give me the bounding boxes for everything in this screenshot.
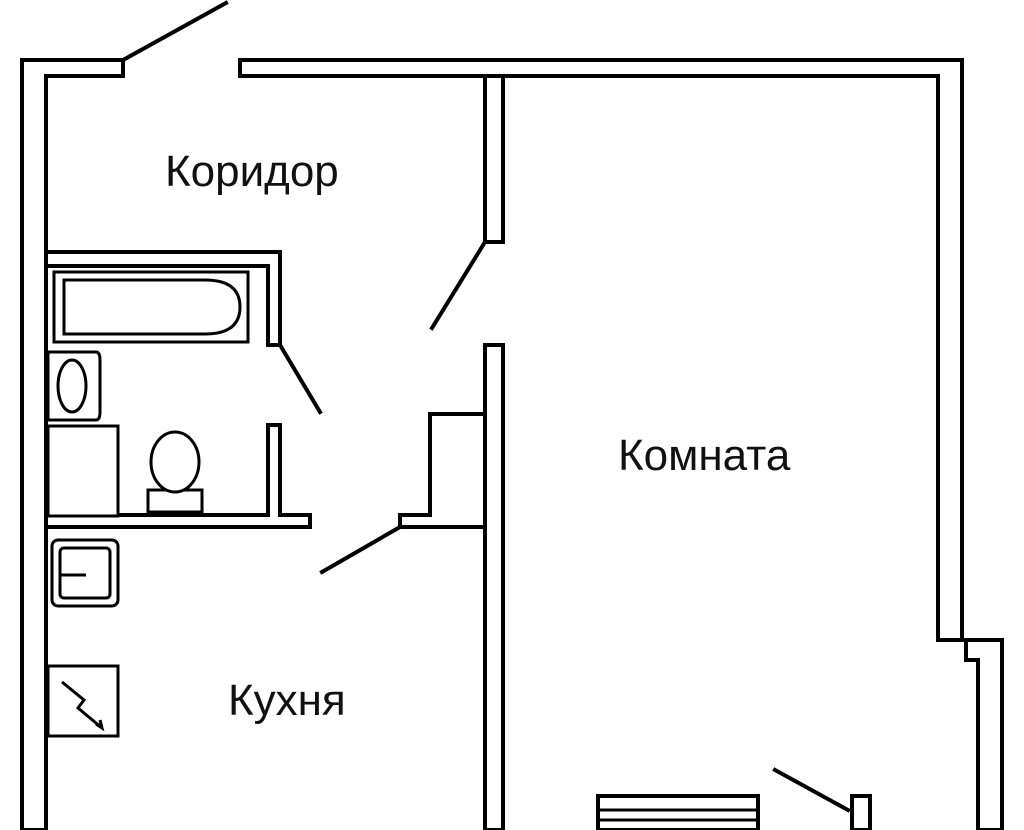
- kitchen-door: [319, 524, 403, 575]
- washbasin-bowl: [56, 358, 88, 414]
- balcony: [596, 767, 872, 830]
- bathroom-door: [277, 342, 323, 415]
- bathtub: [52, 270, 250, 344]
- washbasin: [46, 350, 102, 422]
- entrance-door: [120, 0, 229, 63]
- room-door: [429, 239, 488, 331]
- room-wall-lower: [483, 343, 505, 830]
- kitchen-sink-bowl: [58, 546, 112, 600]
- right-wall-bump: [964, 638, 1004, 830]
- room-partition: [429, 74, 505, 830]
- bathroom: [44, 250, 323, 529]
- bathroom-top-wall: [44, 250, 282, 347]
- balcony-window: [596, 794, 760, 830]
- balcony-post: [850, 794, 872, 830]
- room-label: Комната: [618, 431, 791, 480]
- kitchen-fixtures: [46, 538, 120, 738]
- kitchen-stub-wall: [398, 412, 487, 529]
- kitchen-sink: [50, 538, 120, 608]
- toilet-bowl: [149, 430, 201, 494]
- corridor-label: Коридор: [165, 147, 339, 196]
- bathroom-cabinet: [46, 424, 120, 518]
- top-wall-right: [238, 58, 964, 642]
- bathtub-inner: [62, 278, 242, 336]
- room-wall-upper: [483, 74, 505, 244]
- kitchen-partition: [319, 412, 487, 575]
- kitchen-label: Кухня: [228, 676, 346, 725]
- balcony-door: [772, 767, 851, 813]
- stove-symbol: [61, 680, 105, 732]
